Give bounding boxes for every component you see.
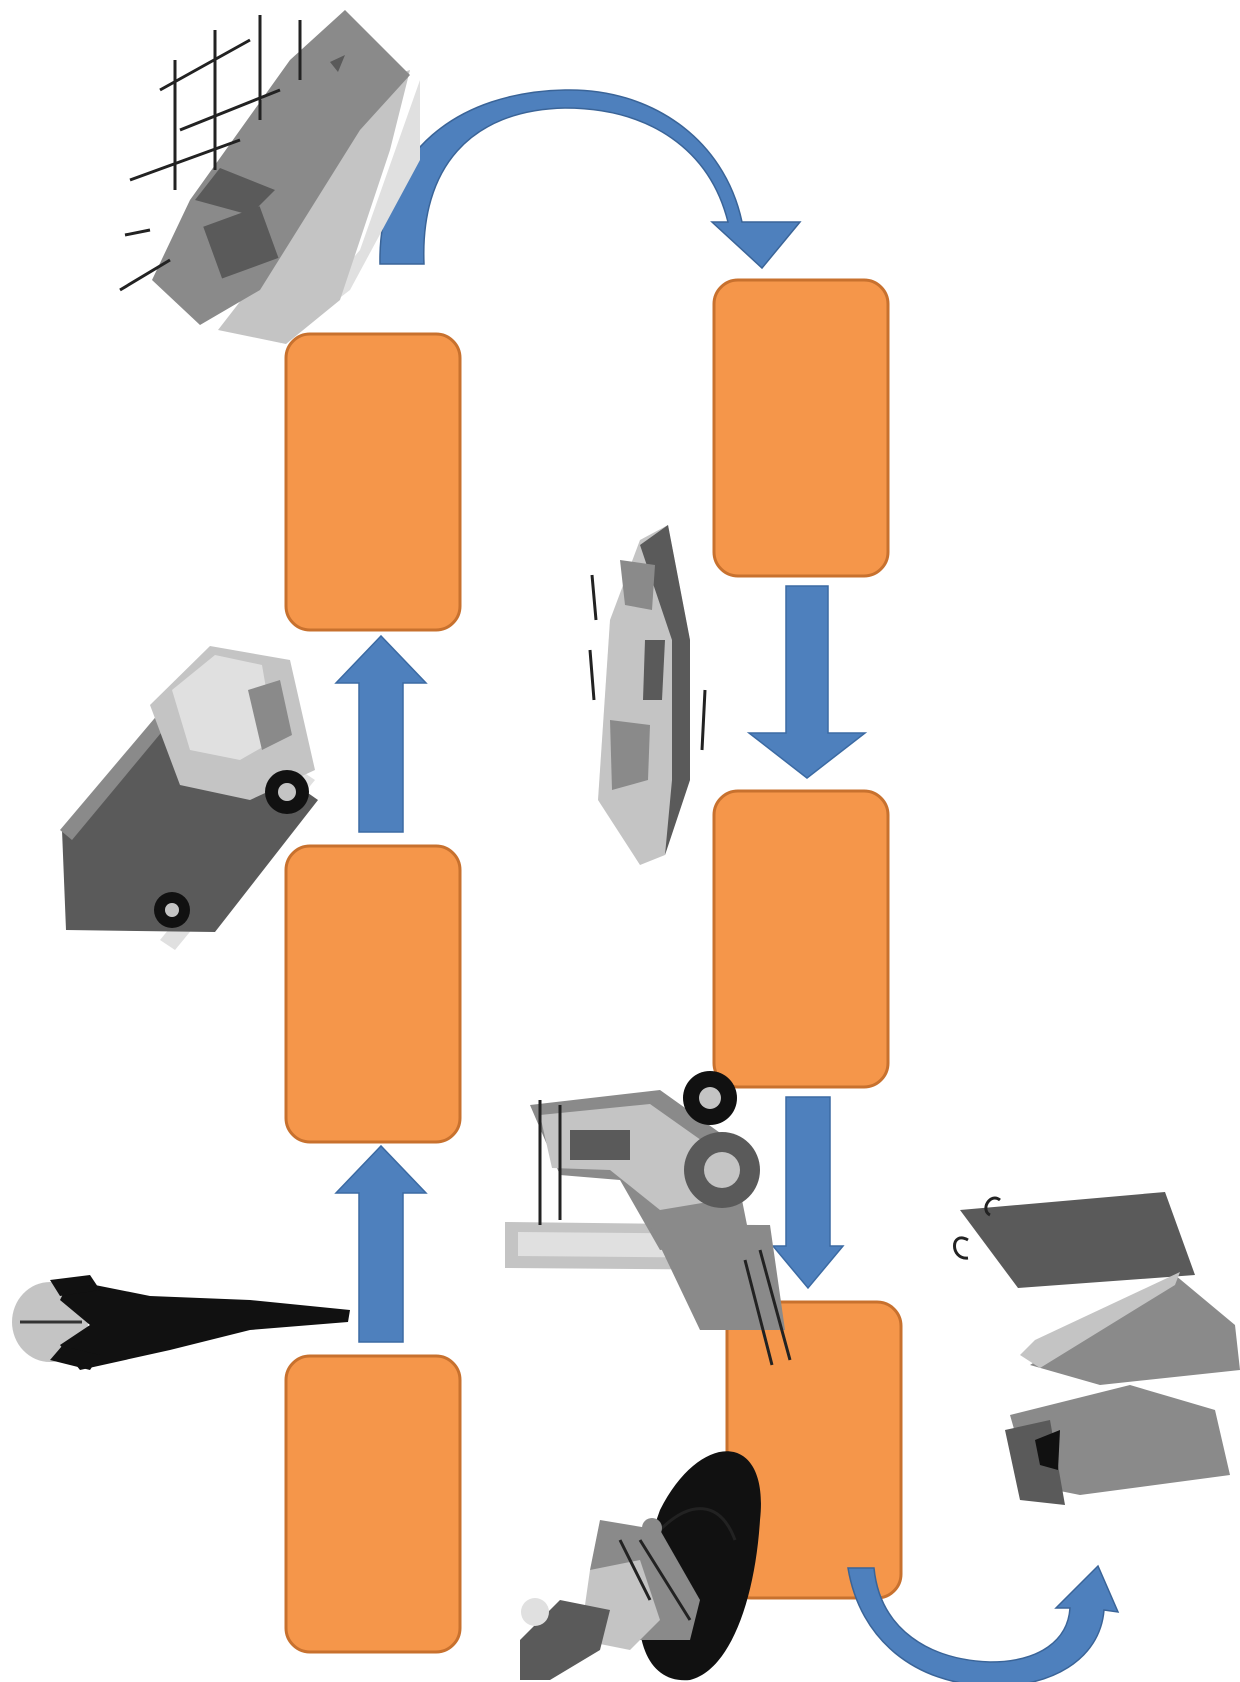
process-box-left-bottom xyxy=(284,1354,462,1654)
speedboat-icon xyxy=(588,525,707,865)
arrow-up-lower xyxy=(334,1144,428,1343)
process-box-right-top xyxy=(712,278,890,578)
forklift-icon xyxy=(505,1071,792,1366)
process-boxes xyxy=(284,278,903,1654)
flow-arrows xyxy=(334,585,868,1343)
cargo-ship-icon xyxy=(119,10,420,344)
process-box-left-top xyxy=(284,332,462,632)
arrow-up-upper xyxy=(334,634,428,833)
arrow-down-upper xyxy=(746,585,868,779)
shopping-bags-icon xyxy=(953,1192,1240,1505)
process-box-right-middle xyxy=(712,789,890,1089)
process-box-left-middle xyxy=(284,844,462,1144)
coffee-farmer-icon xyxy=(520,1451,761,1681)
delivery-truck-icon xyxy=(60,646,318,950)
diver-icon xyxy=(12,1275,350,1370)
curved-arrow-bottom xyxy=(847,1564,1120,1682)
curved-arrow-top xyxy=(379,89,802,270)
arrow-down-lower xyxy=(771,1096,845,1290)
process-box-right-bottom xyxy=(725,1300,903,1600)
